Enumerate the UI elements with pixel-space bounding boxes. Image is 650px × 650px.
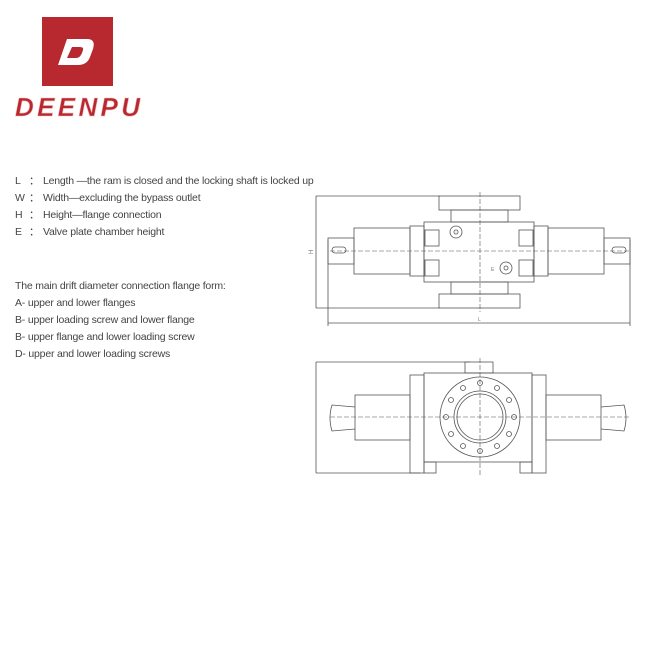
flange-forms-title: The main drift diameter connection flang…: [15, 280, 226, 292]
def-key: L: [15, 175, 21, 187]
def-text: Height—flange connection: [43, 209, 162, 221]
def-key: H: [15, 209, 23, 221]
def-text: Length —the ram is closed and the lockin…: [43, 175, 314, 187]
flange-form-item: D- upper and lower loading screws: [15, 348, 171, 360]
flange-form-item: B- upper flange and lower loading screw: [15, 331, 195, 343]
dimension-definitions: L：Length —the ram is closed and the lock…: [15, 173, 314, 241]
height-dim-label: H: [309, 250, 315, 254]
flange-form-item: A- upper and lower flanges: [15, 297, 136, 309]
def-sep: ：: [29, 175, 40, 187]
length-dim-label: L: [478, 317, 481, 323]
brand-wordmark: DEENPU: [15, 92, 141, 120]
d-letter-icon: [58, 39, 94, 65]
def-sep: ：: [29, 226, 40, 238]
definition-row: L ：Length —the ram is closed and the lock…: [15, 173, 314, 190]
definition-row: E ：Valve plate chamber height: [15, 224, 314, 241]
definition-row: W ：Width—excluding the bypass outlet: [15, 190, 314, 207]
definition-row: H ：Height—flange connection: [15, 207, 314, 224]
def-text: Valve plate chamber height: [43, 226, 165, 238]
side-view-drawing: [315, 358, 630, 476]
flange-form-item: B- upper loading screw and lower flange: [15, 314, 195, 326]
def-key: E: [15, 226, 22, 238]
def-sep: ：: [29, 192, 40, 204]
flange-forms: The main drift diameter connection flang…: [15, 278, 226, 363]
def-text: Width—excluding the bypass outlet: [43, 192, 201, 204]
front-view-drawing: H L E: [309, 192, 631, 326]
logo-mark: [42, 17, 113, 86]
chamber-dim-label: E: [491, 267, 495, 273]
def-sep: ：: [29, 209, 40, 221]
def-key: W: [15, 192, 25, 204]
